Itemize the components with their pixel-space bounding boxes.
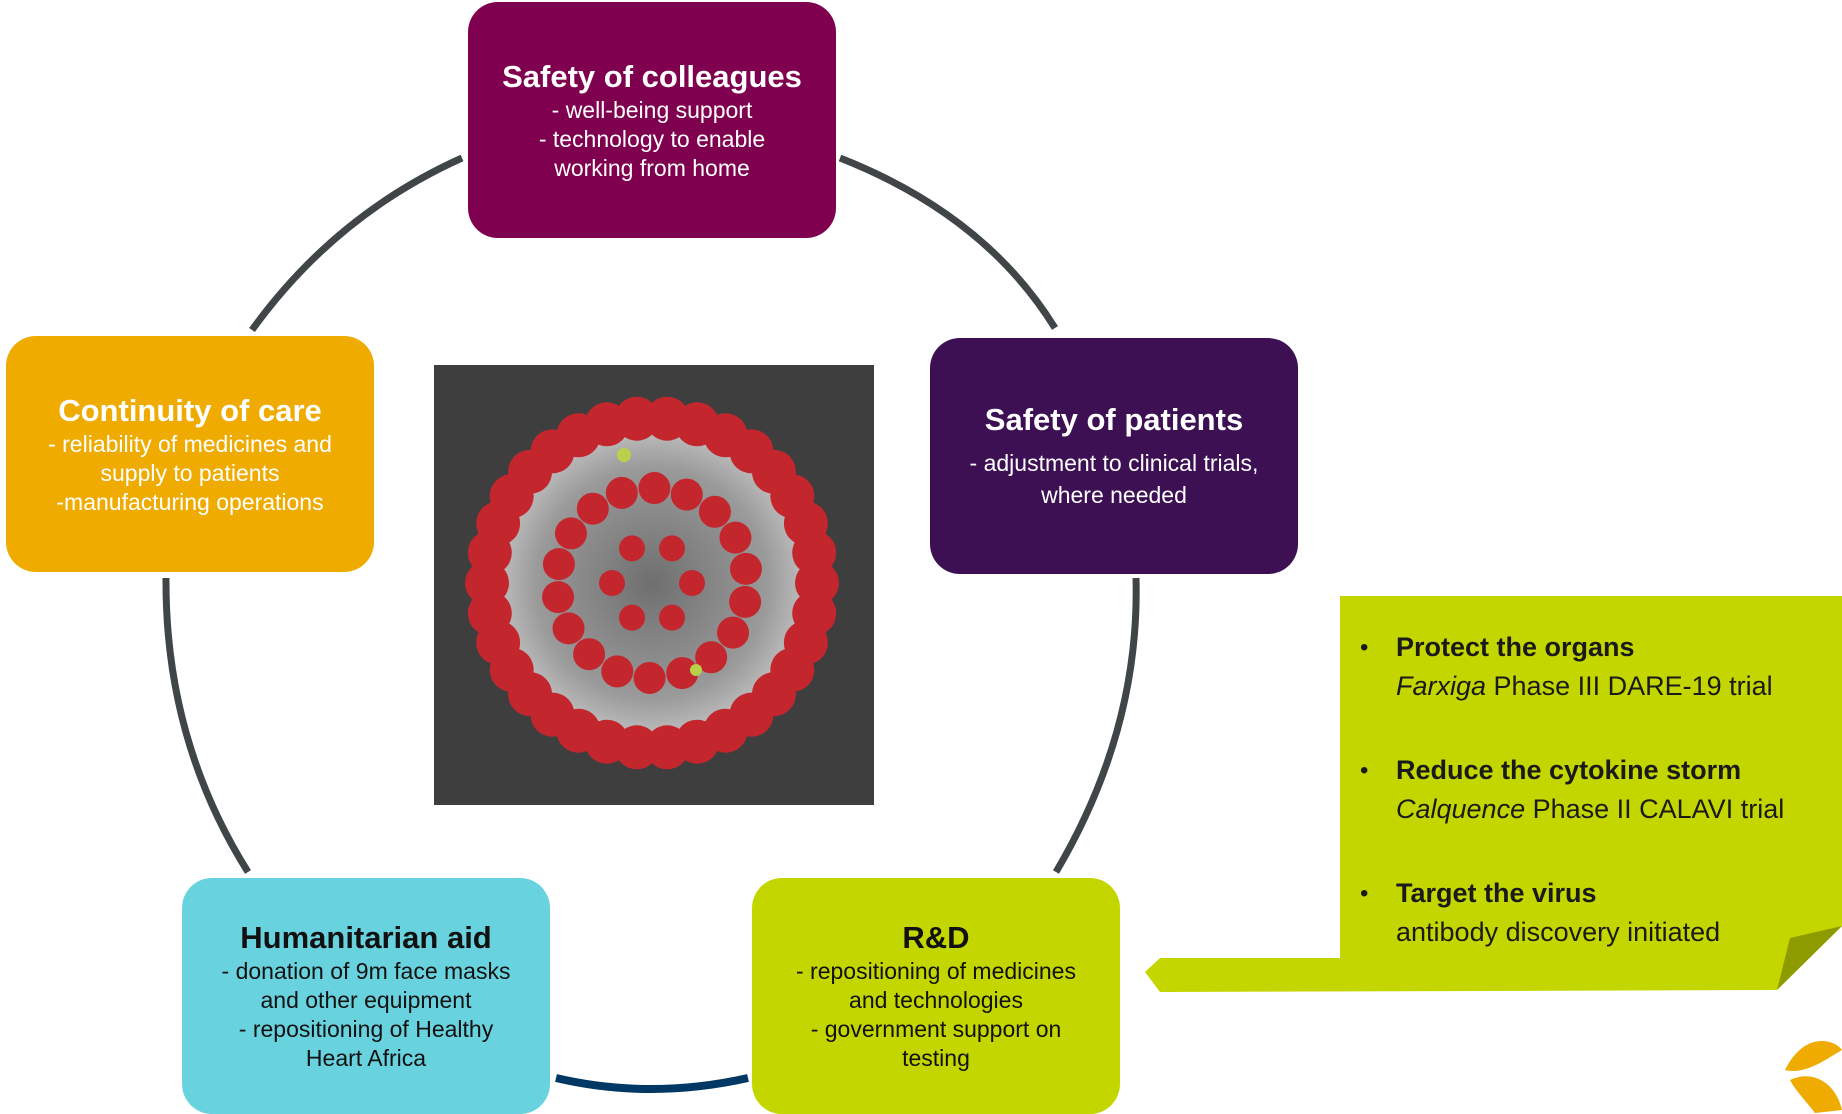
box-line: -manufacturing operations: [56, 488, 324, 515]
spike-protein: [552, 612, 585, 645]
box-safety-of-patients: Safety of patients - adjustment to clini…: [930, 338, 1298, 574]
box-humanitarian-aid: Humanitarian aid - donation of 9m face m…: [182, 878, 550, 1114]
spike-protein: [659, 535, 685, 562]
spike-protein: [601, 655, 634, 688]
box-line: - adjustment to clinical trials,: [969, 450, 1259, 476]
spike-protein: [619, 604, 645, 631]
spike-protein: [645, 725, 690, 770]
spike-protein: [605, 476, 638, 509]
spike-protein: [599, 570, 625, 596]
spike-protein: [633, 661, 666, 694]
box-line: Heart Africa: [305, 1045, 427, 1071]
box-line: - reliability of medicines and: [48, 430, 332, 457]
coronavirus-image: [434, 365, 874, 805]
box-line: supply to patients: [100, 459, 280, 486]
spike-protein: [619, 535, 645, 562]
arc-colleagues-to-patients: [838, 154, 1058, 330]
callout-item: • Reduce the cytokine storm Calquence Ph…: [1360, 751, 1830, 829]
box-line: - repositioning of Healthy: [238, 1016, 494, 1042]
box-safety-of-colleagues: Safety of colleagues - well-being suppor…: [468, 2, 836, 238]
trial-detail: antibody discovery initiated: [1396, 917, 1721, 947]
box-line: - donation of 9m face masks: [221, 958, 511, 984]
spike-protein: [729, 585, 762, 618]
callout-heading: Target the virus: [1396, 878, 1597, 908]
box-continuity-of-care: Continuity of care - reliability of medi…: [6, 336, 374, 572]
box-title: Safety of patients: [984, 402, 1244, 437]
trial-detail: Phase III DARE-19 trial: [1486, 671, 1773, 701]
box-title: R&D: [902, 920, 970, 955]
box-line: - government support on: [810, 1016, 1062, 1042]
spike-protein: [792, 530, 837, 575]
bullet-icon: •: [1360, 880, 1369, 907]
box-line: - repositioning of medicines: [796, 958, 1076, 984]
spike-protein: [679, 570, 705, 596]
box-title: Safety of colleagues: [502, 58, 802, 94]
trial-detail: Phase II CALAVI trial: [1525, 794, 1785, 824]
box-line: where needed: [1041, 482, 1187, 508]
callout-heading: Reduce the cytokine storm: [1396, 755, 1742, 785]
spike-protein: [695, 641, 728, 674]
spike-protein: [717, 616, 750, 649]
spike-protein: [698, 495, 731, 528]
rd-callout: • Protect the organs Farxiga Phase III D…: [1360, 628, 1830, 997]
callout-detail-line: Farxiga Phase III DARE-19 trial: [1396, 667, 1830, 706]
box-title: Continuity of care: [58, 392, 322, 428]
callout-item: • Protect the organs Farxiga Phase III D…: [1360, 628, 1830, 706]
spike-protein: [638, 472, 671, 505]
callout-detail-line: Calquence Phase II CALAVI trial: [1396, 790, 1830, 829]
arc-rd-to-humanitarian: [555, 1074, 749, 1093]
spike-protein: [670, 478, 703, 511]
box-line: working from home: [554, 154, 750, 181]
spike-protein: [614, 396, 659, 441]
callout-fold: [1777, 926, 1842, 990]
spike-protein: [719, 521, 752, 554]
box-line: - technology to enable: [538, 125, 766, 152]
spike-protein: [666, 657, 699, 690]
box-line: - well-being support: [551, 96, 753, 123]
drug-name: Farxiga: [1396, 671, 1487, 701]
callout-detail-line: antibody discovery initiated: [1396, 913, 1830, 952]
box-line: and technologies: [849, 987, 1023, 1013]
company-logo: [1785, 1041, 1842, 1113]
arc-continuity-to-colleagues: [249, 154, 464, 333]
box-title: Humanitarian aid: [240, 920, 492, 955]
spike-protein: [554, 517, 587, 550]
callout-heading: Protect the organs: [1396, 632, 1635, 662]
box-rd: R&D - repositioning of medicines and tec…: [752, 878, 1120, 1114]
box-line: and other equipment: [260, 987, 472, 1013]
callout-shape: [1145, 596, 1842, 992]
callout-item: • Target the virus antibody discovery in…: [1360, 874, 1830, 952]
spike-protein: [659, 604, 685, 631]
box-line: testing: [902, 1045, 970, 1071]
arc-humanitarian-to-continuity: [162, 577, 251, 874]
bullet-icon: •: [1360, 757, 1369, 784]
spike-protein: [542, 548, 575, 581]
spike-protein: [573, 638, 606, 671]
bullet-icon: •: [1360, 634, 1369, 661]
spike-protein: [729, 552, 762, 585]
spike-protein: [542, 581, 575, 614]
drug-name: Calquence: [1396, 794, 1526, 824]
spike-protein: [576, 492, 609, 525]
arc-patients-to-rd: [1052, 577, 1140, 874]
